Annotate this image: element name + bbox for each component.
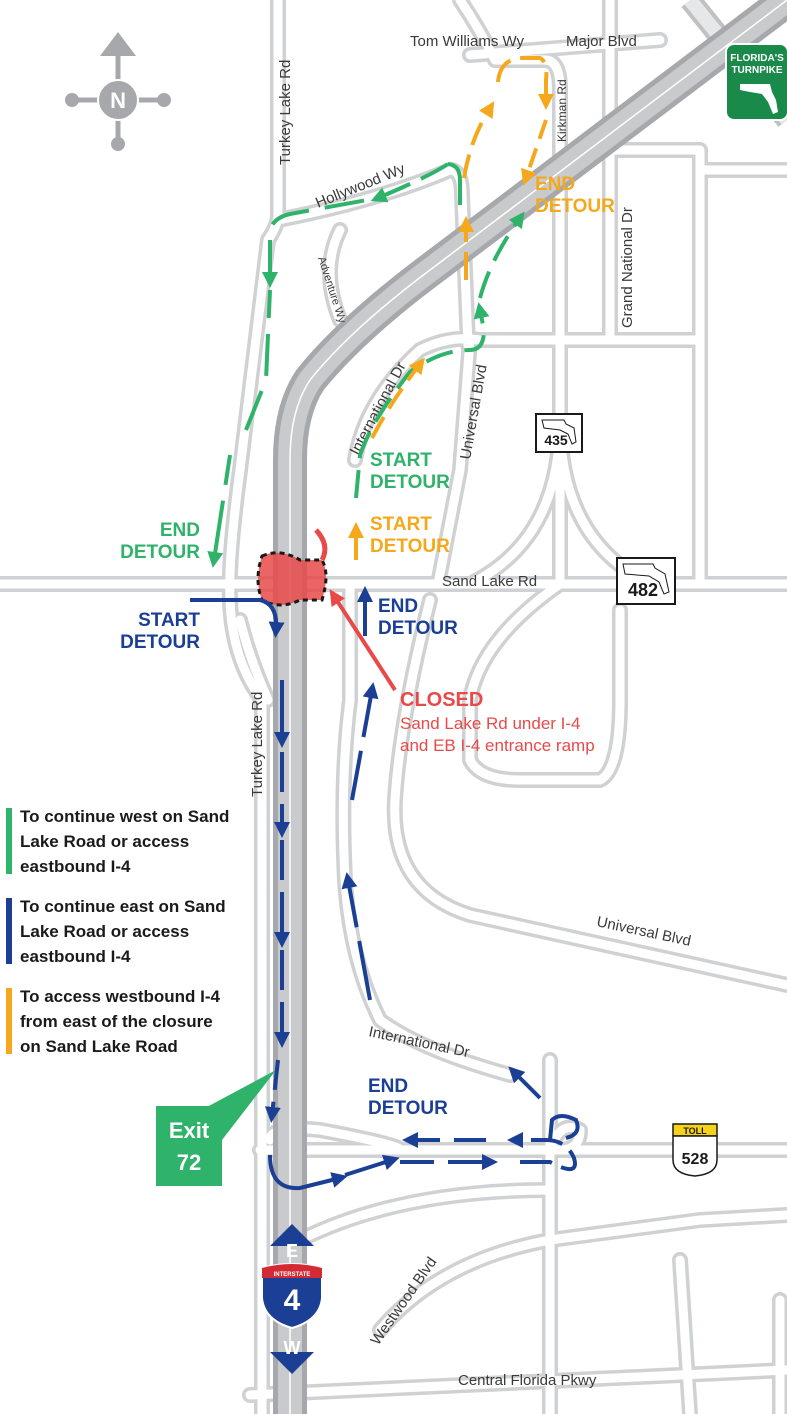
svg-text:482: 482 — [628, 580, 658, 600]
svg-text:TOLL: TOLL — [683, 1126, 707, 1136]
green-start-detour-label: START — [370, 450, 432, 471]
label-westwood-blvd: Westwood Blvd — [367, 1254, 440, 1348]
closure-label: CLOSED Sand Lake Rd under I-4 and EB I-4… — [400, 689, 595, 755]
blue-detour-route — [190, 586, 580, 1191]
label-international-dr-south: International Dr — [367, 1023, 471, 1061]
legend-green-line-3: eastbound I-4 — [20, 857, 131, 876]
direction-east: E — [286, 1241, 298, 1261]
legend-green-line-1: To continue west on Sand — [20, 807, 230, 826]
blue-end-detour-south-label: END — [368, 1076, 408, 1097]
direction-west: W — [284, 1338, 301, 1358]
detour-labels: END DETOUR START DETOUR START DETOUR END… — [120, 174, 615, 1119]
closure-zone — [256, 528, 397, 692]
legend-orange-line-2: from east of the closure — [20, 1012, 213, 1031]
label-kirkman-rd: Kirkman Rd — [555, 79, 569, 142]
label-grand-national-dr: Grand National Dr — [619, 207, 636, 328]
legend-swatch-blue — [6, 898, 12, 964]
closed-line-1: Sand Lake Rd under I-4 — [400, 714, 581, 733]
green-detour-route — [207, 162, 525, 568]
label-sand-lake-rd: Sand Lake Rd — [442, 573, 537, 590]
svg-text:INTERSTATE: INTERSTATE — [274, 1272, 311, 1278]
svg-text:TURNPIKE: TURNPIKE — [731, 65, 782, 76]
label-major-blvd: Major Blvd — [566, 33, 637, 50]
exit-72-callout: Exit 72 — [156, 1070, 276, 1186]
interstate-4-highway — [273, 0, 787, 1414]
legend-green-line-2: Lake Road or access — [20, 832, 190, 851]
closed-line-2: and EB I-4 entrance ramp — [400, 736, 595, 755]
svg-text:DETOUR: DETOUR — [535, 196, 615, 217]
orange-detour-route — [348, 56, 554, 560]
sr-435-shield: 435 — [535, 413, 583, 453]
interstate-4-shield: E INTERSTATE 4 W — [261, 1224, 323, 1374]
legend-orange: To access westbound I-4 from east of the… — [6, 984, 260, 1059]
sr-528-toll-shield: TOLL 528 — [672, 1123, 718, 1177]
blue-end-detour-label: END — [378, 596, 418, 617]
legend-green: To continue west on Sand Lake Road or ac… — [6, 804, 260, 879]
legend-blue-line-2: Lake Road or access — [20, 922, 190, 941]
closed-title: CLOSED — [400, 689, 483, 711]
svg-text:DETOUR: DETOUR — [370, 536, 450, 557]
label-international-dr-north: International Dr — [347, 359, 410, 458]
compass-north-letter: N — [110, 88, 126, 113]
svg-text:FLORIDA'S: FLORIDA'S — [730, 53, 784, 64]
svg-text:DETOUR: DETOUR — [370, 472, 450, 493]
svg-text:DETOUR: DETOUR — [120, 632, 200, 653]
svg-text:528: 528 — [682, 1151, 709, 1168]
svg-text:4: 4 — [284, 1284, 301, 1317]
green-end-detour-label: END — [160, 520, 200, 541]
orange-end-detour-label: END — [535, 174, 575, 195]
exit-number: 72 — [177, 1150, 201, 1175]
florida-turnpike-shield: FLORIDA'S TURNPIKE — [725, 43, 787, 121]
label-central-florida-pkwy: Central Florida Pkwy — [458, 1372, 597, 1389]
svg-text:DETOUR: DETOUR — [368, 1098, 448, 1119]
label-tom-williams-wy: Tom Williams Wy — [410, 33, 525, 50]
svg-text:DETOUR: DETOUR — [378, 618, 458, 639]
legend-orange-line-3: on Sand Lake Road — [20, 1037, 178, 1056]
label-turkey-lake-rd-north: Turkey Lake Rd — [277, 60, 294, 165]
svg-text:DETOUR: DETOUR — [120, 542, 200, 563]
orange-start-detour-label: START — [370, 514, 432, 535]
legend-blue-line-3: eastbound I-4 — [20, 947, 131, 966]
legend-swatch-orange — [6, 988, 12, 1054]
svg-text:435: 435 — [544, 432, 568, 448]
label-turkey-lake-rd-south: Turkey Lake Rd — [249, 692, 266, 797]
sr-482-shield: 482 — [616, 557, 676, 605]
compass-rose: N — [65, 32, 171, 151]
legend-blue: To continue east on Sand Lake Road or ac… — [6, 894, 260, 969]
legend-blue-line-1: To continue east on Sand — [20, 897, 226, 916]
blue-start-detour-label: START — [138, 610, 200, 631]
legend-orange-line-1: To access westbound I-4 — [20, 987, 220, 1006]
legend-swatch-green — [6, 808, 12, 874]
exit-label: Exit — [169, 1118, 210, 1143]
